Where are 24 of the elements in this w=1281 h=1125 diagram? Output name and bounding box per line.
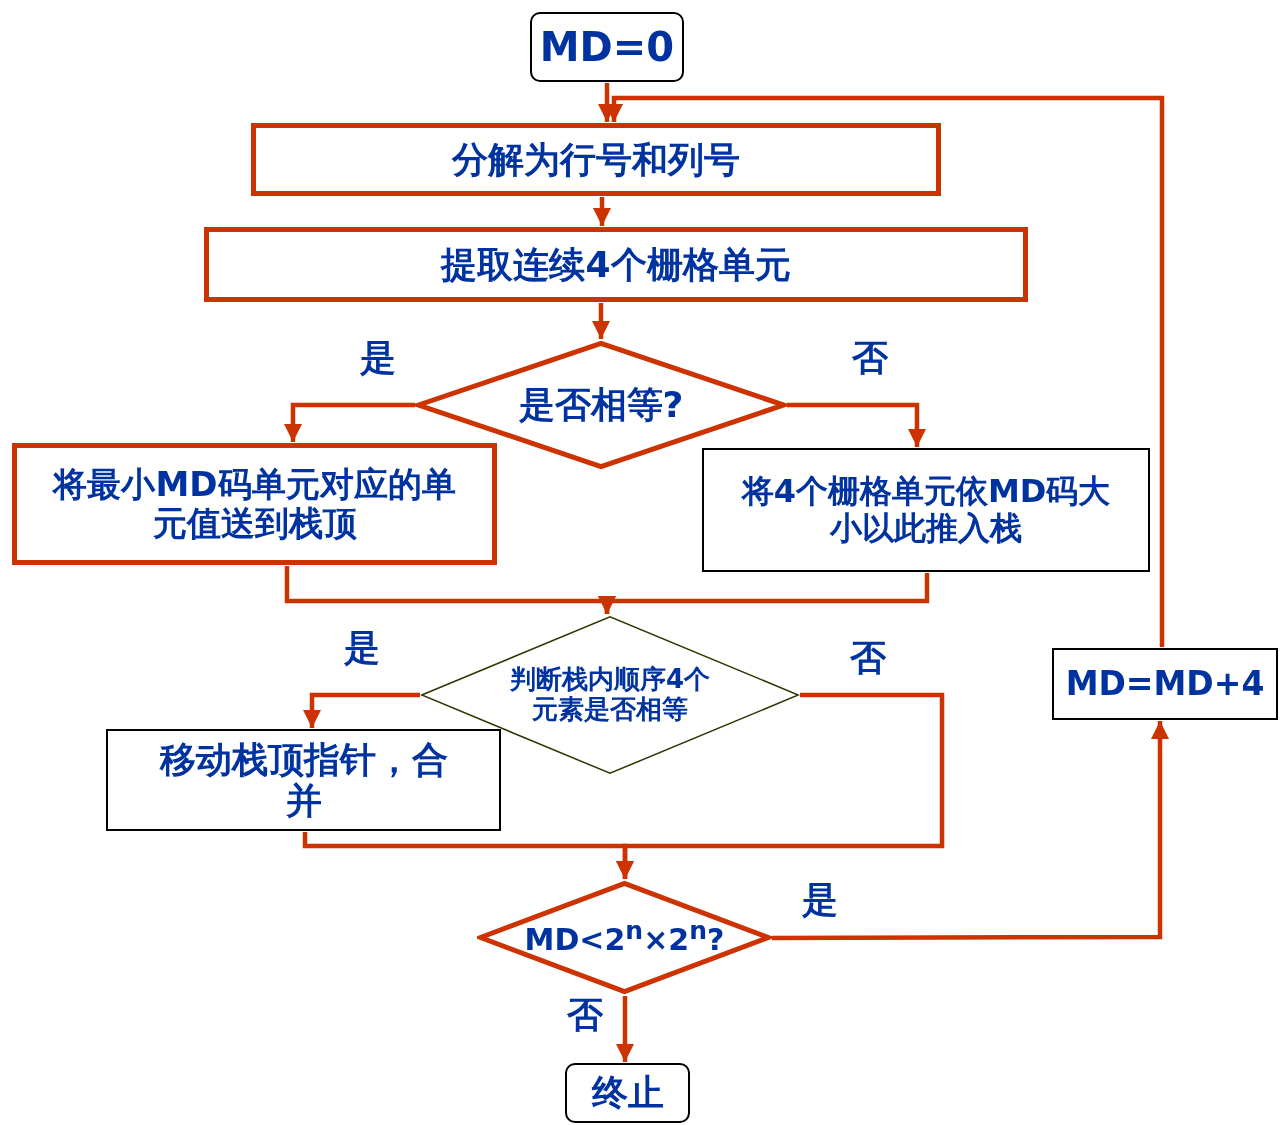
arrow (592, 303, 610, 339)
edge-label: 是 (342, 628, 382, 668)
terminal-box: MD=0 (530, 12, 684, 82)
process-box: 移动栈顶指针，合并 (106, 729, 501, 831)
edge-label: 是 (358, 338, 398, 378)
process-box: 将最小MD码单元对应的单元值送到栈顶 (12, 443, 497, 565)
process-box: MD=MD+4 (1052, 648, 1278, 720)
edge-label: 否 (848, 638, 888, 678)
terminal-box: 终止 (565, 1063, 690, 1123)
arrow (284, 402, 415, 442)
process-box: 分解为行号和列号 (251, 123, 941, 196)
arrow (593, 197, 611, 226)
edge-label: 否 (850, 338, 890, 378)
process-box: 提取连续4个栅格单元 (204, 227, 1028, 302)
arrow (616, 996, 634, 1062)
edge-label: 是 (800, 880, 840, 920)
arrow (772, 721, 1169, 941)
decision-diamond: MD<2$^{n}$×2$^{n}$? (477, 880, 772, 995)
process-box: 将4个栅格单元依MD码大小以此推入栈 (702, 448, 1150, 572)
arrow (303, 692, 420, 728)
arrow (787, 402, 926, 447)
edge-label: 否 (565, 995, 605, 1035)
arrow (302, 832, 634, 879)
arrow (598, 573, 930, 614)
